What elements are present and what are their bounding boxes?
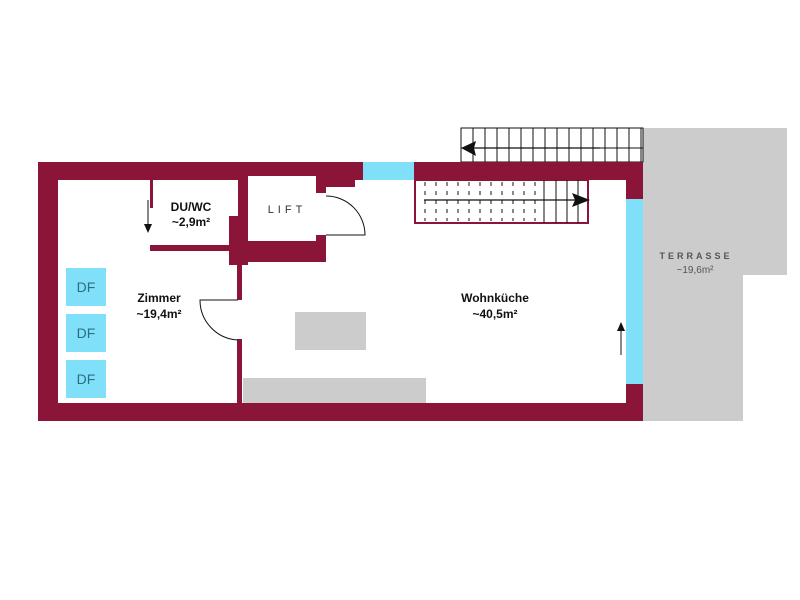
skylight-3: DF bbox=[66, 360, 106, 398]
terrasse-name: TERRASSE bbox=[659, 251, 732, 261]
inner-stairs-arrow-icon bbox=[424, 193, 590, 207]
skylight-2: DF bbox=[66, 314, 106, 352]
duwc-area: ~2,9m² bbox=[172, 215, 210, 229]
kitchen-island bbox=[295, 312, 366, 350]
lift-label: LIFT bbox=[268, 204, 307, 216]
zimmer-area: ~19,4m² bbox=[136, 307, 181, 321]
window-right bbox=[626, 199, 643, 384]
window-top bbox=[363, 162, 414, 180]
kitchen-counter bbox=[243, 378, 426, 403]
entry-arrow-icon bbox=[617, 322, 625, 355]
duwc-door-arrow-icon bbox=[144, 200, 152, 233]
walls bbox=[38, 162, 643, 421]
terrace-area bbox=[643, 128, 787, 421]
terrasse-area: ~19,6m² bbox=[677, 265, 715, 276]
zimmer-door bbox=[199, 299, 239, 341]
lift-door bbox=[325, 195, 366, 236]
skylight-1: DF bbox=[66, 268, 106, 306]
skylight-label: DF bbox=[77, 279, 96, 295]
inner-staircase bbox=[414, 179, 589, 224]
outer-stairs-arrow-icon bbox=[461, 141, 600, 156]
skylight-label: DF bbox=[77, 371, 96, 387]
lift-shaft bbox=[248, 176, 316, 241]
wohnkueche-name: Wohnküche bbox=[461, 291, 529, 305]
skylight-label: DF bbox=[77, 325, 96, 341]
outer-staircase bbox=[460, 127, 644, 163]
zimmer-name: Zimmer bbox=[137, 291, 181, 305]
wohnkueche-area: ~40,5m² bbox=[472, 307, 517, 321]
duwc-name: DU/WC bbox=[171, 200, 212, 214]
